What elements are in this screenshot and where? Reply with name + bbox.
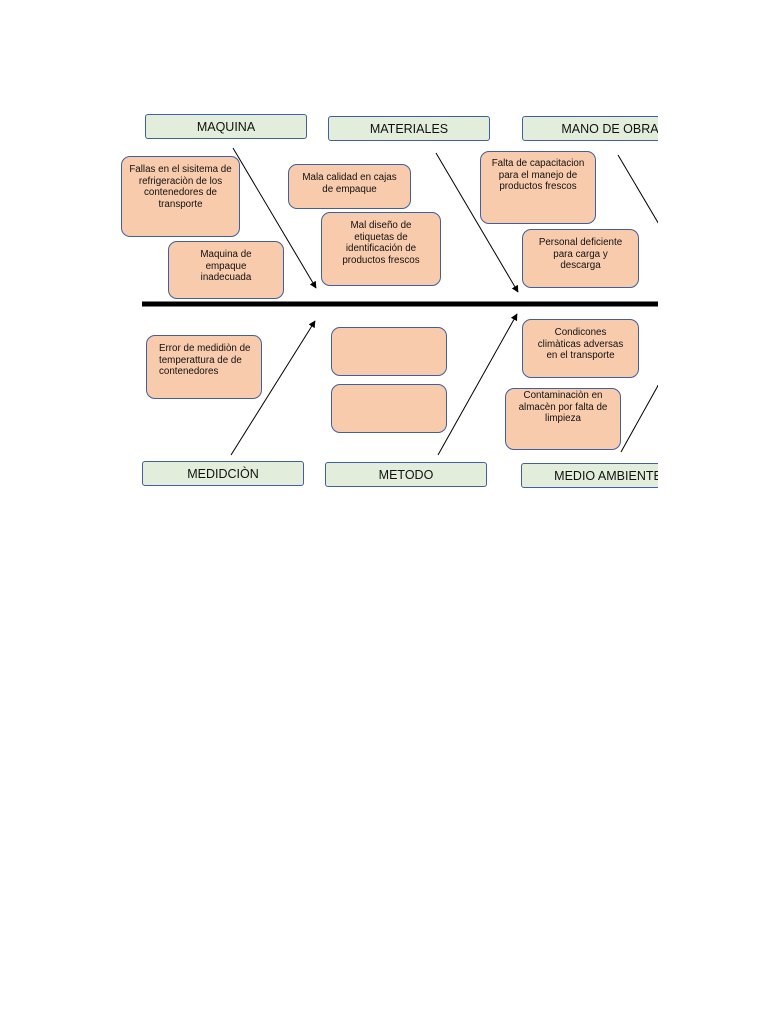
diagram-clip: MAQUINA MATERIALES MANO DE OBRA MEDIDCIÒ… (121, 114, 658, 488)
category-mano-de-obra-label: MANO DE OBRA (561, 121, 658, 136)
category-maquina: MAQUINA (145, 114, 307, 139)
cause-maquina-empaque-text: Maquina de empaque inadecuada (200, 249, 252, 283)
branch-maquina (232, 147, 317, 289)
category-medicion: MEDIDCIÒN (142, 461, 304, 486)
cause-contaminacion-almacen-text: Contaminaciòn en almacèn por falta de li… (518, 390, 608, 424)
cause-mala-calidad-cajas: Mala calidad en cajas de empaque (288, 164, 411, 209)
cause-maquina-empaque: Maquina de empaque inadecuada (168, 241, 284, 299)
category-medio-ambiente-label: MEDIO AMBIENTE (554, 468, 658, 483)
cause-fallas-refrigeracion: Fallas en el sisitema de refrigeraciòn d… (121, 156, 240, 237)
branch-materiales (435, 152, 519, 293)
category-medicion-label: MEDIDCIÒN (187, 466, 259, 481)
cause-falta-capacitacion: Falta de capacitacion para el manejo de … (480, 151, 596, 224)
cause-error-medicion-text: Error de medidiòn de temperattura de de … (159, 343, 251, 377)
branch-medio-ambiente (620, 384, 658, 453)
cause-error-medicion: Error de medidiòn de temperattura de de … (146, 335, 262, 399)
category-medio-ambiente: MEDIO AMBIENTE (521, 463, 658, 488)
category-metodo: METODO (325, 462, 487, 487)
cause-personal-deficiente: Personal deficiente para carga y descarg… (522, 229, 639, 288)
branch-mano-de-obra (617, 154, 658, 224)
category-mano-de-obra: MANO DE OBRA (522, 116, 658, 141)
cause-mala-calidad-cajas-text: Mala calidad en cajas de empaque (302, 172, 397, 195)
cause-mal-diseno-etiquetas-text: Mal diseño de etiquetas de identificació… (342, 220, 420, 266)
branch-metodo (437, 313, 518, 456)
cause-condiciones-climaticas: Condicones climàticas adversas en el tra… (522, 319, 639, 378)
branch-medicion (230, 320, 316, 456)
cause-contaminacion-almacen: Contaminaciòn en almacèn por falta de li… (505, 388, 621, 450)
cause-mal-diseno-etiquetas: Mal diseño de etiquetas de identificació… (321, 212, 441, 286)
category-materiales: MATERIALES (328, 116, 490, 141)
cause-metodo-empty-2 (331, 384, 447, 433)
category-metodo-label: METODO (378, 467, 434, 482)
category-maquina-label: MAQUINA (196, 119, 256, 134)
cause-fallas-refrigeracion-text: Fallas en el sisitema de refrigeraciòn d… (129, 164, 232, 210)
cause-personal-deficiente-text: Personal deficiente para carga y descarg… (538, 237, 623, 271)
cause-falta-capacitacion-text: Falta de capacitacion para el manejo de … (491, 158, 585, 192)
cause-condiciones-climaticas-text: Condicones climàticas adversas en el tra… (537, 327, 624, 361)
cause-metodo-empty-1 (331, 327, 447, 376)
diagram-lines (142, 147, 658, 456)
category-materiales-label: MATERIALES (369, 121, 449, 136)
